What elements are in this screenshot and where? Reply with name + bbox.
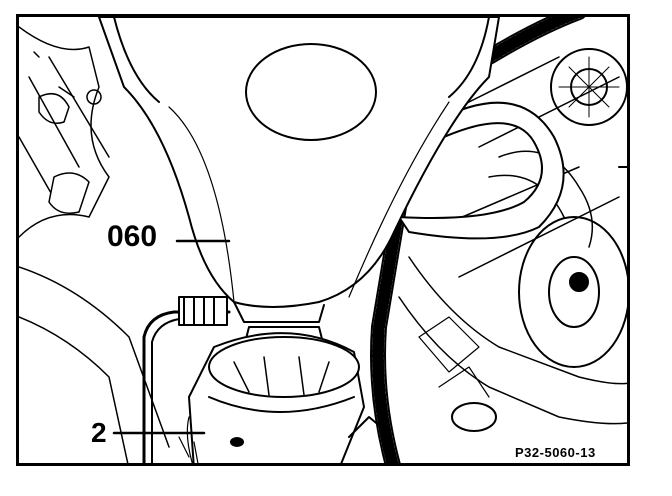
- funnel-strap: [398, 101, 565, 240]
- belt-and-pulleys: [398, 48, 627, 432]
- funnel-tool: [98, 17, 500, 323]
- fuel-line: [142, 296, 231, 463]
- callout-060: 060: [105, 220, 160, 253]
- figure-reference: P32-5060-13: [515, 445, 596, 460]
- engine-illustration: [19, 17, 627, 463]
- leader-lines: [112, 239, 231, 435]
- callout-2: 2: [89, 417, 109, 448]
- filter-housing: [178, 326, 382, 463]
- diagram-frame: 060 2 P32-5060-13: [16, 14, 630, 466]
- engine-block: [19, 26, 170, 463]
